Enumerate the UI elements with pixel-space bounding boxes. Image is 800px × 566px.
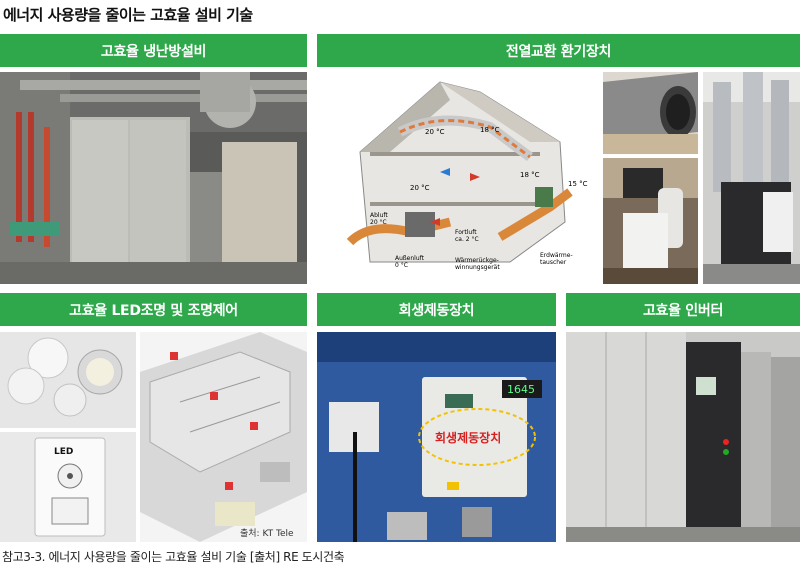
panel-header-hvac: 고효율 냉난방설비 [0,34,307,67]
label-temp-upper-left: 20 °C [425,128,445,136]
hvac-equipment-photo [0,72,307,284]
display-readout: 1645 [507,383,535,396]
dimmer-label: LED [54,447,73,457]
panel-header-inverter: 고효율 인버터 [566,293,800,326]
panel-header-regen: 회생제동장치 [317,293,556,326]
label-temp-mid-left: 20 °C [410,184,430,192]
source-overlay-label: 출처: KT Tele [240,527,294,539]
label-waermerueckgewinnung: Wärmerückge-winnungsgerät [455,257,500,271]
label-temp-mid-right: 18 °C [520,171,540,179]
label-erdwaermetauscher: Erdwärme-tauscher [540,252,573,266]
inverter-cabinets-photo [566,332,800,542]
figure-caption: 참고3-3. 에너지 사용량을 줄이는 고효율 설비 기술 [출처] RE 도시… [2,550,345,564]
label-temp-upper-right: 18 °C [480,126,500,134]
panel-header-erv: 전열교환 환기장치 [317,34,800,67]
panel-header-led: 고효율 LED조명 및 조명제어 [0,293,307,326]
regenerative-braking-photo: 1645 회생제동장치 [317,332,556,542]
device-label-regen: 회생제동장치 [435,430,501,445]
lighting-control-diagram: 출처: KT Tele [140,332,307,542]
erv-installation-photo [703,72,800,284]
document-title: 에너지 사용량을 줄이는 고효율 설비 기술 [3,6,253,24]
erv-duct-photo-top [603,72,698,154]
led-bulbs-photo [0,332,136,428]
label-temp-outside: 15 °C [568,180,588,188]
erv-unit-photo-bottom [603,158,698,284]
led-dimmer-switch: LED [0,432,136,542]
